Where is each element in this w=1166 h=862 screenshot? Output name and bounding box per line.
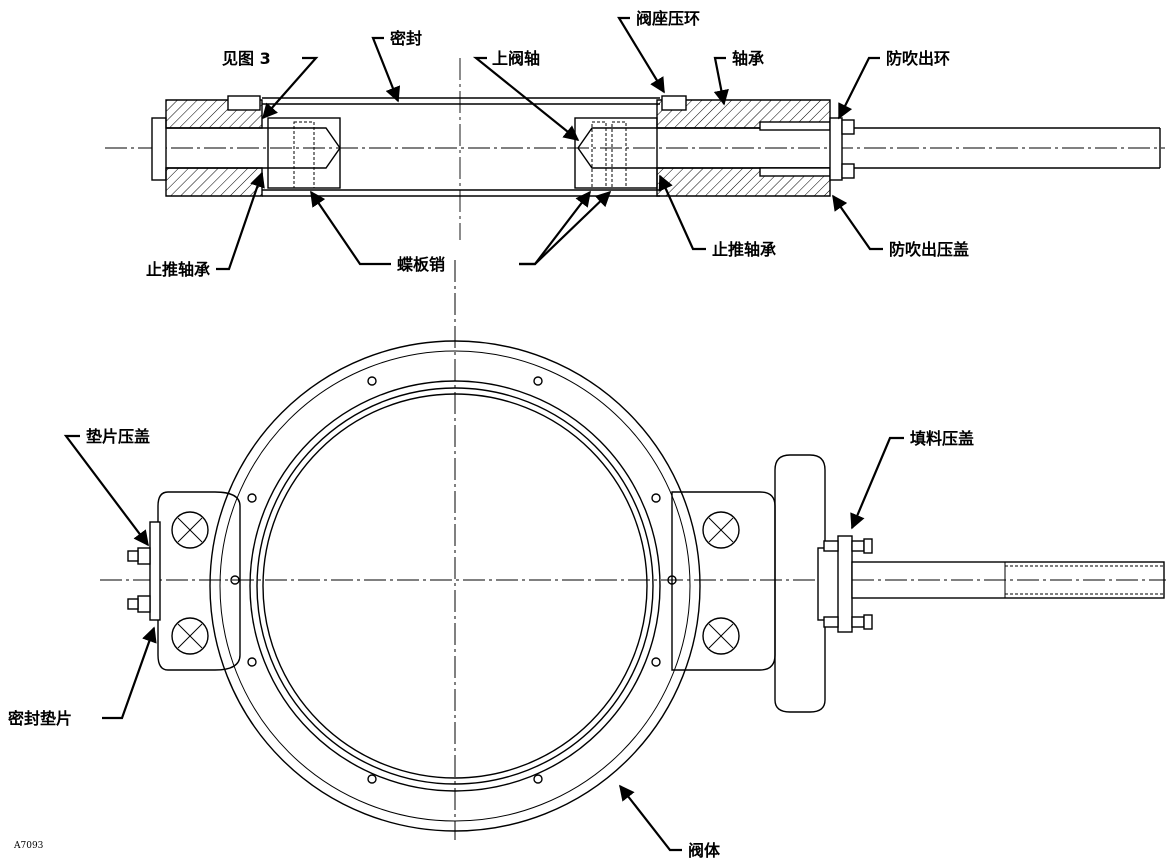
labels: 见图 3 密封 上阀轴 阀座压环 轴承 防吹出环 止推轴承 蝶板销 止推轴承 防… [7,9,974,860]
label-packing-gland: 填料压盖 [910,429,974,448]
label-see-fig: 见图 3 [222,49,271,68]
packing-bonnet-part [774,454,873,713]
label-upper-shaft: 上阀轴 [492,49,540,68]
label-seat-ring: 阀座压环 [636,9,700,28]
right-lug [671,491,776,671]
lug-bolt-holes [171,511,740,655]
label-thrust-bearing-left: 止推轴承 [146,260,210,279]
left-lug [157,491,241,671]
label-blowout-ring: 防吹出环 [886,49,950,68]
label-seal: 密封 [389,29,422,48]
front-view [100,260,1166,840]
label-gasket-gland: 垫片压盖 [86,427,150,446]
label-blowout-gland: 防吹出压盖 [889,240,969,259]
section-view [105,58,1165,240]
label-bearing: 轴承 [732,49,764,68]
label-seal-gasket: 密封垫片 [7,709,72,728]
drawing-code: A7093 [13,841,44,851]
leader-lines [63,16,904,852]
end-cap [151,117,167,181]
label-disc-pin: 蝶板销 [397,255,445,274]
left-housing-bottom [165,167,263,197]
gasket-gland-part [127,521,161,621]
flange-bolt-holes [230,376,677,784]
label-body: 阀体 [688,841,721,860]
label-thrust-bearing-right: 止推轴承 [712,240,776,259]
